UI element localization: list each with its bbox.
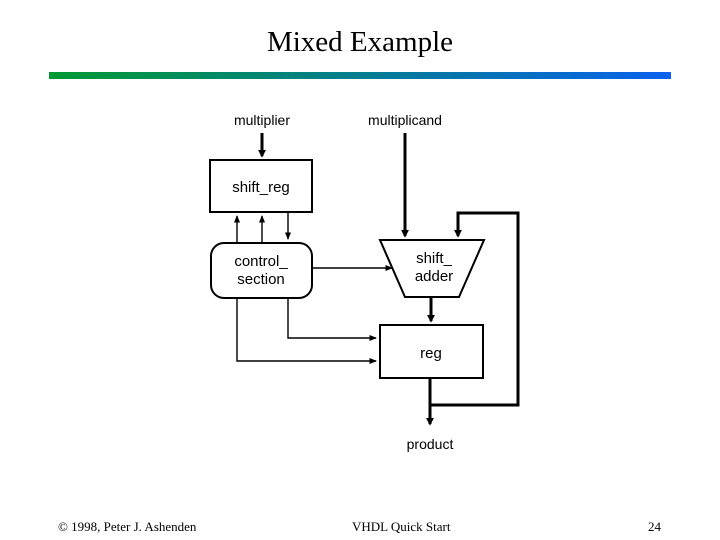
product-output-label: product <box>407 436 454 452</box>
shift-adder-block-label-line1: shift_ <box>416 250 453 267</box>
footer-copyright: © 1998, Peter J. Ashenden <box>58 519 197 534</box>
control-section-block-label-line1: control_ <box>234 253 288 270</box>
footer-center-title: VHDL Quick Start <box>352 519 451 534</box>
footer-page-number: 24 <box>648 519 661 534</box>
title-divider-rule <box>49 72 671 79</box>
multiplier-input-label: multiplier <box>234 112 290 128</box>
shift-reg-block-label: shift_reg <box>232 179 290 196</box>
shift-adder-block[interactable] <box>378 239 486 298</box>
reg-block-label: reg <box>420 345 442 362</box>
control-section-block-label-line2: section <box>237 271 285 288</box>
control-to-reg-wire-2 <box>236 298 377 365</box>
page-title: Mixed Example <box>266 26 454 58</box>
shift-adder-block-label-line2: adder <box>415 268 453 285</box>
reg-block[interactable] <box>379 324 484 379</box>
shift-reg-block[interactable] <box>209 159 313 213</box>
control-to-reg-wire-1 <box>287 298 377 342</box>
feedback-loop-wire <box>430 211 520 407</box>
multiplicand-input-label: multiplicand <box>368 112 442 128</box>
